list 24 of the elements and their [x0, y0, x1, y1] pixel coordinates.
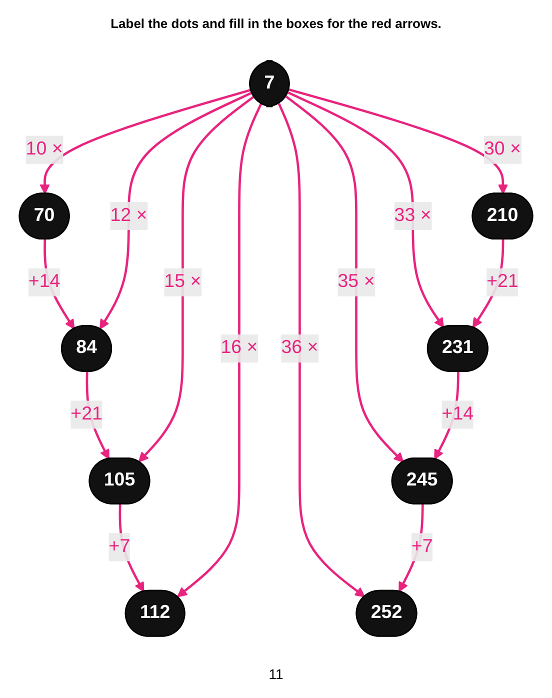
- edge-label: +7: [108, 536, 130, 557]
- arrow: [99, 92, 252, 330]
- instruction-text: Label the dots and fill in the boxes for the red arrows.: [110, 16, 442, 31]
- edge-label: 33 ×: [394, 206, 432, 226]
- arrow: [40, 88, 252, 194]
- arrow: [288, 92, 444, 328]
- edge-label: 35 ×: [338, 272, 375, 292]
- arrow: [278, 103, 366, 598]
- arrow: [288, 88, 508, 194]
- arrow: [138, 96, 255, 462]
- edge-label: +14: [28, 272, 60, 292]
- edge-label: 30 ×: [484, 139, 521, 160]
- edge-label: +7: [411, 536, 433, 557]
- edge-label: 10 ×: [26, 139, 63, 160]
- edge-label: +14: [442, 404, 474, 424]
- edge-label: 16 ×: [220, 338, 258, 358]
- edge-label: 12 ×: [110, 206, 148, 226]
- arrow: [177, 103, 262, 598]
- edge-label: +21: [486, 272, 518, 292]
- edge-label: 15 ×: [164, 272, 202, 292]
- arrow: [285, 96, 404, 463]
- edge-label: +21: [70, 404, 102, 424]
- page-number: 11: [268, 666, 284, 682]
- edge-label: 36 ×: [281, 338, 318, 358]
